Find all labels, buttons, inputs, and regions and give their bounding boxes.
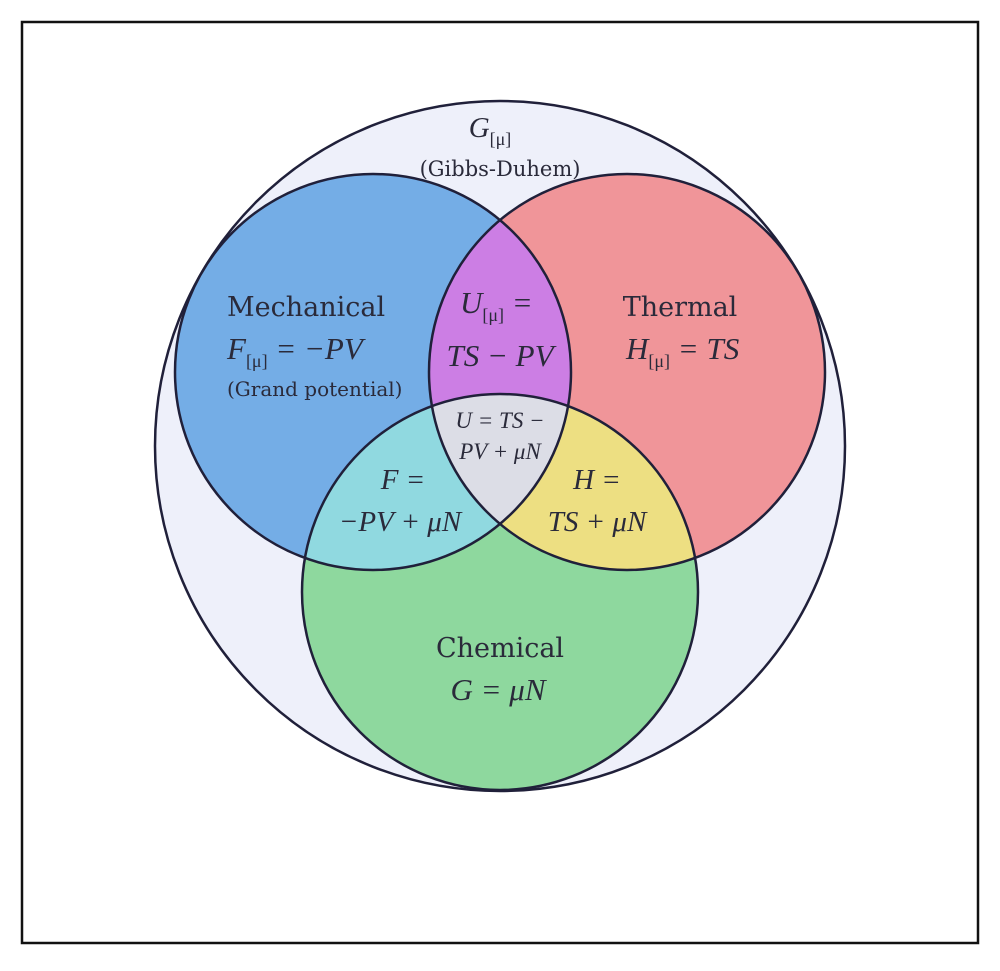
outer-note: (Gibbs-Duhem) (420, 157, 581, 181)
chemical-outline (300, 392, 700, 792)
thermal-equation: H[μ] = TS (625, 331, 739, 371)
mechanical-note: (Grand potential) (227, 377, 402, 401)
outer-equation: G[μ] (469, 112, 512, 149)
mech-chem-line1: F = (380, 464, 426, 496)
mechanical-chemical-region (302, 394, 571, 570)
center-line2: PV + μN (458, 439, 542, 464)
mechanical-title: Mechanical (227, 292, 385, 323)
thermal-chem-line2: TS + μN (548, 506, 648, 538)
mech-thermal-line1: U[μ] = (460, 285, 533, 325)
mech-thermal-line2: TS − PV (446, 338, 556, 373)
mechanical-outline (173, 172, 573, 572)
chemical-title: Chemical (436, 633, 564, 664)
thermal-chem-line1: H = (572, 464, 621, 496)
thermal-title: Thermal (623, 292, 738, 323)
thermal-chemical-region (429, 394, 698, 570)
center-line1: U = TS − (455, 408, 544, 433)
mechanical-equation: F[μ] = −PV (226, 331, 366, 371)
thermal-outline (427, 172, 827, 572)
mech-chem-line2: −PV + μN (339, 506, 463, 538)
chemical-equation: G = μN (450, 672, 547, 707)
